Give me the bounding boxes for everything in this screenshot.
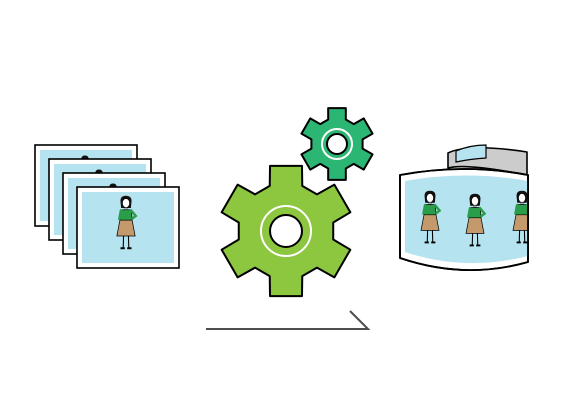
figure-face xyxy=(121,198,131,209)
figure-skirt xyxy=(116,219,136,237)
figure-skirt xyxy=(420,214,440,231)
figure-face xyxy=(471,196,479,206)
person-figure xyxy=(420,190,442,244)
person-figure xyxy=(465,193,487,247)
figure-arm xyxy=(478,207,487,218)
panorama-strip-icon xyxy=(399,144,529,271)
photo-stack-icon xyxy=(34,144,180,269)
gear-body xyxy=(300,107,374,181)
gear-body xyxy=(220,164,352,298)
figure-arm xyxy=(514,204,519,215)
figure-face xyxy=(518,193,526,203)
person-figure xyxy=(512,190,528,244)
panorama-back-sky xyxy=(455,144,487,163)
figure-arm xyxy=(422,204,427,215)
person-figure xyxy=(116,195,138,250)
arrow-icon xyxy=(206,310,371,330)
figure-arm xyxy=(433,204,442,215)
figure-skirt xyxy=(465,217,485,234)
figure-arm xyxy=(118,209,123,221)
figure-arm xyxy=(129,209,138,220)
panorama-sky xyxy=(405,175,528,264)
gear-ring xyxy=(260,205,312,257)
arrow-line xyxy=(206,310,371,330)
large-gear-icon xyxy=(220,164,352,298)
gear-ring xyxy=(321,128,353,160)
figure-face xyxy=(426,193,434,203)
panorama-outline xyxy=(399,168,529,271)
panorama-content xyxy=(405,175,528,264)
figure-arm xyxy=(467,207,472,218)
figure-skirt xyxy=(512,214,528,231)
photo-frame xyxy=(76,186,180,269)
small-gear-icon xyxy=(300,107,374,181)
